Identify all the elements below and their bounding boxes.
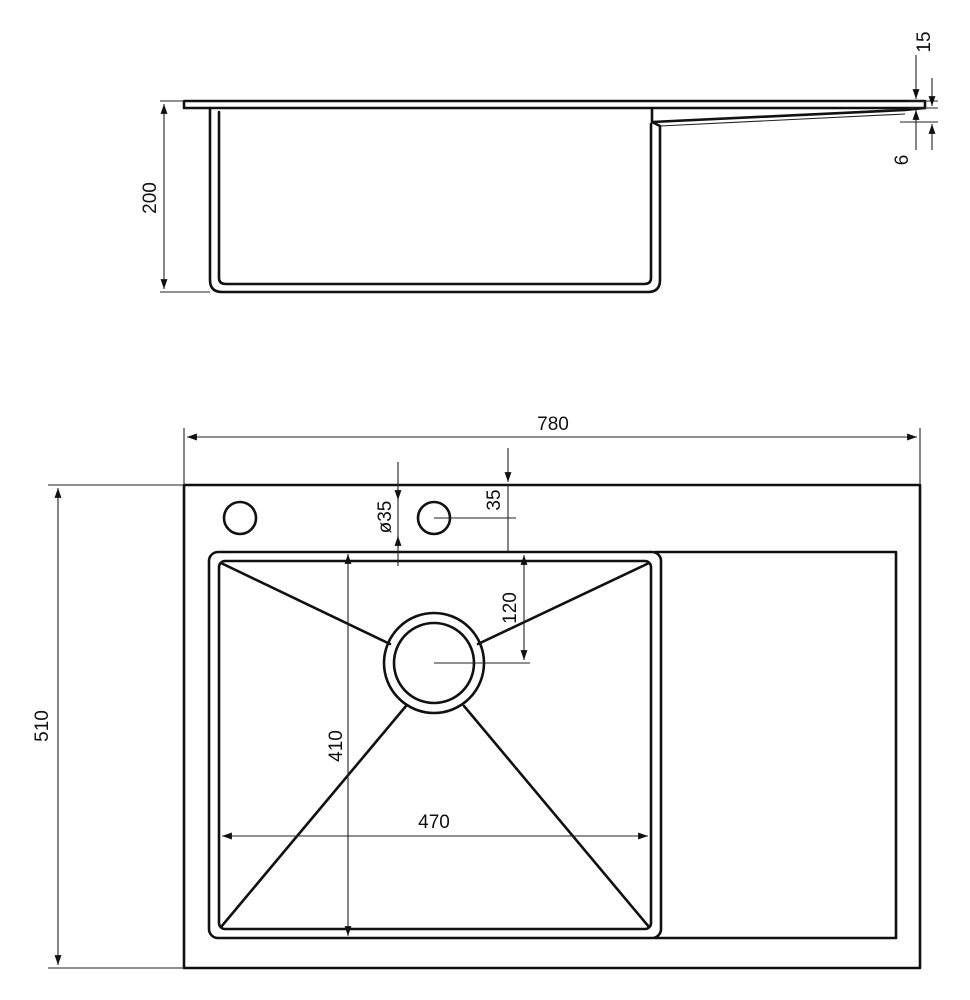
overall-depth-label: 510 xyxy=(32,710,53,742)
deck-outline xyxy=(182,483,922,970)
bowl-profile-inner xyxy=(217,110,653,286)
bowl-rim-inner xyxy=(217,559,653,931)
side-view: 200 15 6 xyxy=(140,31,938,294)
bowl-width-label: 470 xyxy=(418,812,450,833)
drainboard xyxy=(653,550,898,940)
deck-plate xyxy=(182,99,927,110)
bowl-profile-outer xyxy=(208,106,662,294)
deck-thickness-label: 15 xyxy=(914,31,935,52)
overall-width-label: 780 xyxy=(537,414,569,435)
tap-hole-offset-label: 35 xyxy=(484,489,505,510)
drain-offset-label: 120 xyxy=(500,592,521,624)
height-label: 200 xyxy=(140,182,161,214)
drainboard-step-label: 6 xyxy=(892,155,913,166)
top-view: 780 510 470 410 ø35 35 120 xyxy=(32,414,922,970)
bowl-depth-label: 410 xyxy=(326,730,347,762)
drainboard-slope xyxy=(650,106,927,124)
tap-hole-diameter-label: ø35 xyxy=(375,501,396,534)
bowl-rim-outer xyxy=(207,550,663,940)
tap-hole-left xyxy=(222,500,258,536)
